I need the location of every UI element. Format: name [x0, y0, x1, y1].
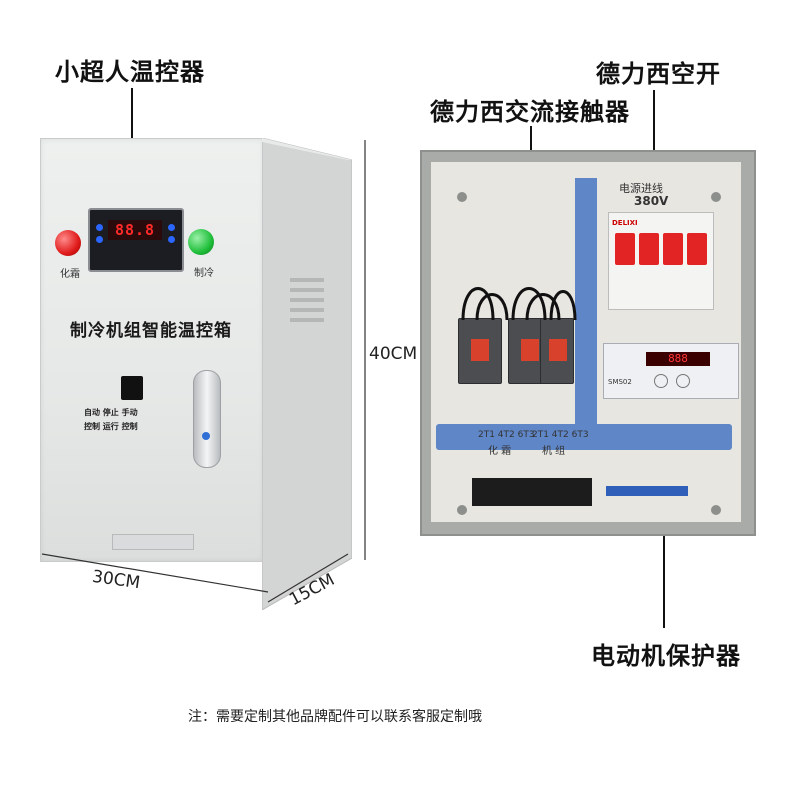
door-handle [193, 370, 221, 468]
controller-button [168, 236, 175, 243]
terminal-label-right-1: 2T1 4T2 6T3 [532, 430, 589, 440]
breaker-pole [663, 233, 683, 265]
defrost-lamp [55, 230, 81, 256]
height-dimension-line [364, 140, 366, 560]
breaker-pole [615, 233, 635, 265]
cooling-lamp-label: 制冷 [194, 268, 214, 279]
contactor-window [521, 339, 539, 361]
height-dimension: 40CM [369, 344, 418, 364]
controller-label: 小超人温控器 [55, 58, 205, 86]
cabinet-side [262, 138, 352, 610]
protector-display: 888 [646, 352, 710, 366]
screw [457, 505, 467, 515]
switch-text-line2: 控制 运行 控制 [84, 422, 138, 431]
footer-note: 注：需要定制其他品牌配件可以联系客服定制哦 [188, 709, 482, 725]
dimension-lines [41, 553, 349, 603]
vent-slots [290, 278, 324, 322]
protector-model: SMS02 [608, 378, 632, 386]
contactor-window [471, 339, 489, 361]
contactor-label: 德力西交流接触器 [430, 98, 630, 126]
screw [711, 505, 721, 515]
breaker-pole [687, 233, 707, 265]
terminal-block [472, 478, 592, 506]
controller-display: 88.8 [108, 220, 162, 240]
protector-button [654, 374, 668, 388]
breaker-voltage: 380V [634, 194, 669, 208]
vertical-rail [575, 178, 597, 430]
breaker-label: 德力西空开 [596, 60, 721, 88]
terminal-label-right-2: 机 组 [542, 446, 566, 457]
cable-loops [461, 287, 577, 321]
contactor-1 [458, 318, 502, 384]
nameplate [112, 534, 194, 550]
ground-bar [606, 486, 688, 496]
terminal-label-left-1: 2T1 4T2 6T3 [478, 430, 535, 440]
controller-button [168, 224, 175, 231]
protector-label: 电动机保护器 [591, 642, 741, 670]
breaker-brand: DELIXI [612, 219, 638, 227]
breaker-supply-label: 电源进线 [619, 182, 663, 195]
contactor-window [549, 339, 567, 361]
horizontal-rail [436, 424, 732, 450]
screw [711, 192, 721, 202]
breaker-pole [639, 233, 659, 265]
temperature-controller: 88.8 [88, 208, 184, 272]
defrost-lamp-label: 化霜 [60, 269, 80, 280]
contactor-3 [540, 318, 574, 384]
terminal-label-left-2: 化 霜 [488, 446, 512, 457]
screw [457, 192, 467, 202]
protector-button [676, 374, 690, 388]
air-breaker: DELIXI [608, 212, 714, 310]
mode-switch [121, 376, 143, 400]
switch-text-line1: 自动 停止 手动 [84, 408, 138, 417]
controller-button [96, 224, 103, 231]
controller-button [96, 236, 103, 243]
cooling-lamp [188, 229, 214, 255]
cabinet-front [40, 138, 264, 562]
motor-protector: 888 SMS02 [603, 343, 739, 399]
lock-icon [202, 432, 210, 440]
cabinet-title: 制冷机组智能温控箱 [70, 321, 232, 341]
